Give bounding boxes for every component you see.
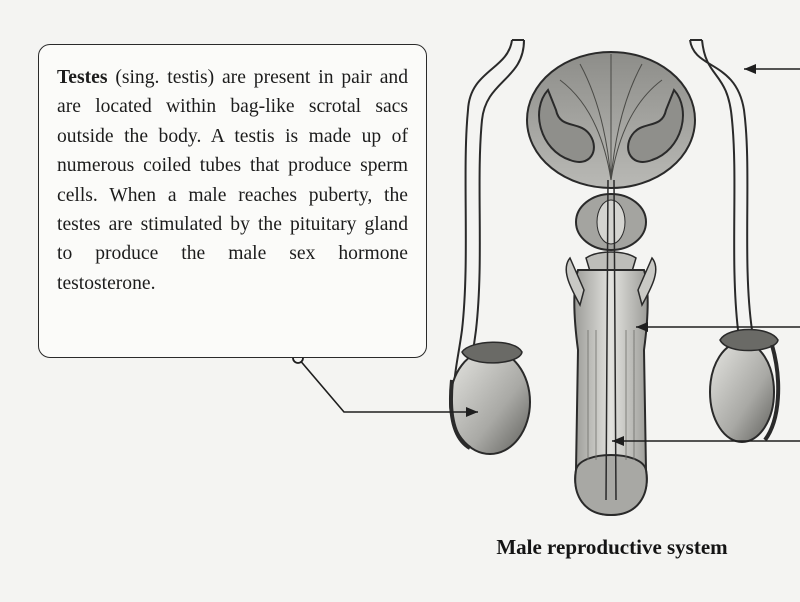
seminal-vesicle-right [627, 88, 684, 163]
epididymis-tail-right [763, 344, 781, 442]
bladder-striations [559, 54, 663, 181]
leader-line-testes [297, 357, 478, 413]
epididymis-right [719, 328, 779, 352]
corpus-right [637, 256, 657, 308]
arrowhead-testes [466, 407, 478, 417]
arrowhead-urethra [612, 436, 624, 446]
glans [574, 454, 648, 517]
prostate-core [596, 199, 626, 245]
seminal-vesicle-left [538, 88, 595, 163]
shaft-texture [587, 330, 635, 460]
arrowhead-erectile-tissue [636, 322, 648, 332]
urethra [605, 179, 617, 501]
callout-term: Testes [57, 67, 108, 88]
figure-caption: Male reproductive system [496, 535, 728, 559]
arrowhead-vas-deferens [744, 64, 756, 74]
epididymis-left [461, 341, 523, 364]
testis-right [709, 341, 775, 443]
epididymis-tail-left [449, 379, 472, 450]
corpus-left [565, 256, 585, 308]
testes-callout-box: Testes (sing. testis) are present in pai… [38, 44, 427, 358]
callout-body: (sing. testis) are present in pair and a… [57, 67, 408, 294]
